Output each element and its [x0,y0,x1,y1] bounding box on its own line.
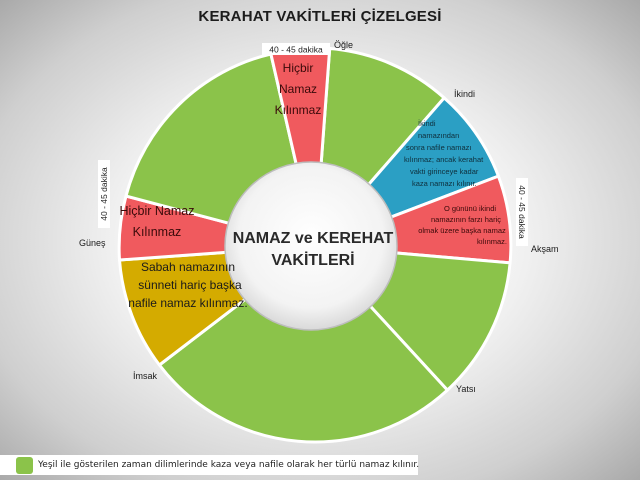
segment-text-blue-6: kaza namazı kılınır. [412,179,477,188]
duration-tag-ogle: 40 - 45 dakika [262,43,330,55]
segment-green-imsak [157,244,449,444]
segment-text-blue-3: sonra nafile namazı [406,143,471,152]
time-label-ikindi: İkindi [454,89,475,99]
time-label-ogle: Öğle [334,40,353,50]
segment-text-red-aksam-2: namazının farzı hariç [431,215,501,224]
chart-title: KERAHAT VAKİTLERİ ÇİZELGESİ [198,8,442,25]
segment-text-red-gunes-1: Hiçbir Namaz [119,204,194,218]
segment-text-yellow-2: sünneti hariç başka [138,278,242,292]
segment-text-red-aksam-4: kılınmaz. [477,237,507,246]
legend-bar [0,455,418,475]
svg-text:40 - 45 dakika: 40 - 45 dakika [269,45,323,55]
legend-swatch-green [16,457,33,474]
segment-text-blue-5: vakti girinceye kadar [410,167,479,176]
legend-text: Yeşil ile gösterilen zaman dilimlerinde … [38,460,420,470]
segment-text-blue-4: kılınmaz; ancak kerahat [404,155,484,164]
svg-text:40 - 45 dakika: 40 - 45 dakika [517,185,527,239]
duration-tag-aksam: 40 - 45 dakika [516,178,528,246]
segment-text-red-aksam-1: O gününü ikindi [444,204,496,213]
center-hub [224,161,398,331]
segment-text-yellow-3: nafile namaz kılınmaz. [128,296,247,310]
time-label-gunes: Güneş [79,238,106,248]
segment-text-red-ogle-2: Namaz [279,82,317,96]
center-label-line1: NAMAZ ve KEREHAT [233,230,394,247]
segment-text-red-aksam-3: olmak üzere başka namaz [418,226,506,235]
segment-text-yellow-1: Sabah namazının [141,260,235,274]
segment-text-blue-1: İkindi [418,119,436,128]
time-label-imsak: İmsak [133,371,158,381]
segment-text-red-gunes-2: Kılınmaz [133,225,182,239]
time-label-aksam: Akşam [531,244,559,254]
segment-text-red-ogle-1: Hiçbir [283,61,314,75]
time-label-yatsi: Yatsı [456,384,476,394]
duration-tag-gunes: 40 - 45 dakika [98,160,110,228]
segment-text-red-ogle-3: Kılınmaz [275,103,322,117]
svg-text:40 - 45 dakika: 40 - 45 dakika [99,167,109,221]
segment-text-blue-2: namazından [418,131,459,140]
center-label-line2: VAKİTLERİ [271,251,354,269]
